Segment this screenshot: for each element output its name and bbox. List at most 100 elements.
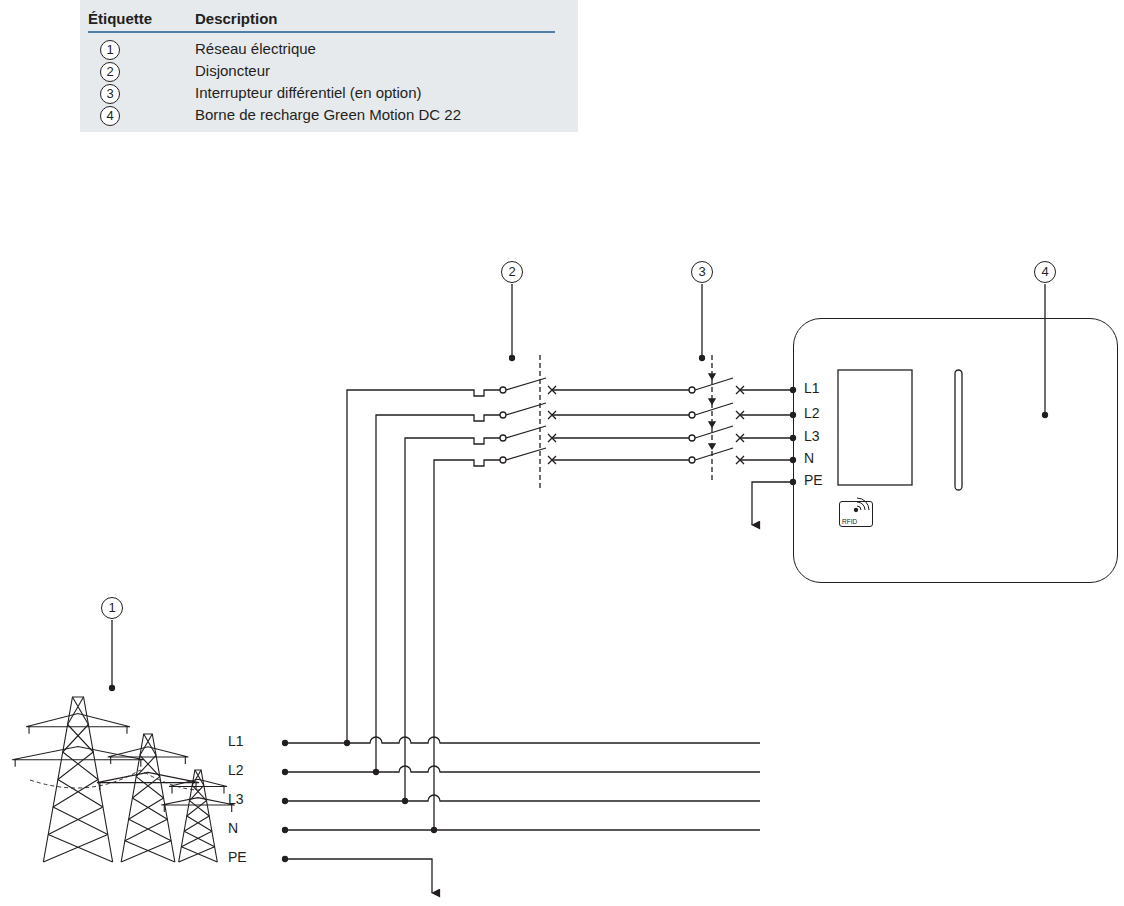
pylon-arm	[108, 747, 189, 757]
insulator	[164, 805, 231, 812]
pylon-lattice	[63, 725, 93, 753]
grid-phase-label: L1	[228, 734, 244, 749]
callout-text: 4	[1041, 265, 1048, 279]
pylon-lattice	[68, 697, 89, 725]
table-cell: Description	[195, 11, 278, 28]
switch-blade	[695, 426, 733, 438]
pylon-lattice	[48, 807, 108, 835]
callout-number: 1	[101, 597, 123, 619]
cable-slot	[955, 370, 962, 490]
pylon-frame	[43, 697, 112, 862]
grid-wire	[285, 829, 760, 830]
mechanical-link	[539, 355, 540, 488]
link-wire	[740, 459, 793, 460]
leader-dot	[700, 356, 705, 361]
table-cell: Étiquette	[88, 11, 152, 28]
switch-blade	[695, 378, 733, 390]
pylon-lattice	[121, 841, 175, 862]
pylon-lattice	[184, 816, 212, 831]
callout-number: 3	[100, 84, 120, 104]
terminal-label: PE	[804, 473, 823, 488]
pylon-lattice	[179, 847, 218, 862]
callout-number: 3	[691, 261, 713, 283]
rfid-dot	[855, 509, 858, 512]
leader-line	[1044, 284, 1045, 415]
grid-phase-label: PE	[228, 850, 247, 865]
terminal-dot	[283, 770, 288, 775]
contact-dot	[500, 412, 506, 418]
callout-text: 1	[106, 43, 113, 57]
leader-line	[111, 620, 112, 688]
pylon-arm	[161, 798, 234, 805]
feed-wire	[376, 415, 468, 772]
callout-number: 1	[100, 40, 120, 60]
leader-dot	[510, 356, 515, 361]
leader-dot	[110, 686, 115, 691]
table-cell: Réseau électrique	[195, 41, 316, 58]
terminal-label: L3	[804, 429, 820, 444]
grid-wire	[285, 766, 760, 772]
callout-number: 4	[100, 106, 120, 126]
grid-wire	[285, 737, 760, 743]
leader-line	[511, 284, 512, 358]
rfid-waves	[857, 498, 869, 510]
terminal-label: N	[804, 451, 814, 466]
power-line	[30, 770, 200, 790]
thermal-trip-symbol	[468, 415, 500, 421]
pylon-lattice	[140, 734, 156, 755]
grid-wire	[285, 795, 760, 801]
callout-text: 3	[698, 265, 705, 279]
contact-dot	[689, 457, 695, 463]
callout-number: 4	[1034, 261, 1056, 283]
pylon-frame	[179, 770, 218, 862]
table-cell: Interrupteur différentiel (en option)	[195, 85, 422, 102]
link-wire	[740, 437, 793, 438]
callout-number: 2	[501, 261, 523, 283]
switch-blade	[695, 448, 733, 460]
link-wire	[552, 414, 689, 415]
callout-text: 3	[106, 87, 113, 101]
charging-station: L1L2L3NPERFID	[793, 318, 1118, 583]
callout-text: 1	[108, 601, 115, 615]
link-wire	[740, 414, 793, 415]
pylon-lattice	[43, 835, 112, 863]
earth-wire	[752, 482, 793, 525]
terminal-label: L2	[804, 406, 820, 421]
pylon	[12, 697, 144, 862]
callout-text: 2	[106, 65, 113, 79]
pylon-lattice	[125, 819, 171, 840]
pylon-lattice	[58, 752, 98, 780]
terminal-label: RFID	[842, 518, 857, 525]
pylon-arm	[169, 779, 227, 786]
table-cell: Borne de recharge Green Motion DC 22	[195, 107, 461, 124]
feed-wire	[347, 390, 468, 743]
link-wire	[552, 437, 689, 438]
feed-wire	[434, 460, 468, 830]
grid-phase-label: N	[228, 821, 238, 836]
display-screen	[838, 370, 912, 485]
pylon-lattice	[189, 785, 206, 800]
terminal-dot	[283, 857, 288, 862]
callout-number: 2	[100, 62, 120, 82]
insulator	[111, 757, 186, 764]
terminal-dot	[283, 828, 288, 833]
insulator	[29, 727, 127, 734]
pylon-lattice	[192, 770, 204, 785]
terminal-dot	[283, 799, 288, 804]
contact-dot	[500, 435, 506, 441]
pylon-frame	[121, 734, 175, 862]
pylon-lattice	[187, 801, 209, 816]
pylon-lattice	[53, 780, 103, 808]
rfid-reader: RFID	[839, 501, 873, 527]
table-cell: Disjoncteur	[195, 63, 270, 80]
contact-dot	[500, 387, 506, 393]
leader-line	[701, 284, 702, 358]
pylon	[97, 734, 199, 862]
grid-phase-label: L2	[228, 763, 244, 778]
contact-dot	[689, 412, 695, 418]
contact-dot	[500, 457, 506, 463]
link-wire	[740, 389, 793, 390]
thermal-trip-symbol	[468, 438, 500, 444]
